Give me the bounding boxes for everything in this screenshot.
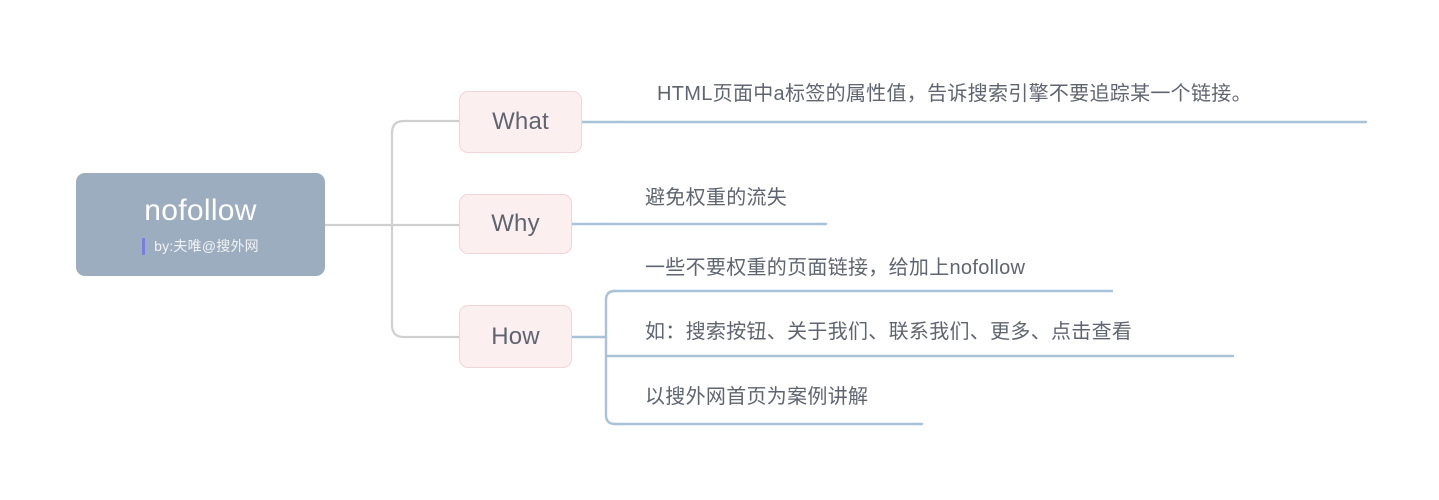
- branch-node-how[interactable]: How: [459, 305, 572, 368]
- root-node[interactable]: nofollow by:夫唯@搜外网: [76, 173, 325, 276]
- root-to-how: [390, 223, 461, 339]
- root-subtitle-label: by:夫唯@搜外网: [154, 238, 259, 254]
- accent-bar-icon: [142, 237, 146, 255]
- how-spine-lower: [604, 354, 617, 426]
- leaf-text-what-1[interactable]: HTML页面中a标签的属性值，告诉搜索引擎不要追踪某一个链接。: [657, 83, 1252, 105]
- root-connector-group: [323, 119, 461, 339]
- root-to-what: [390, 119, 461, 227]
- root-subtitle: by:夫唯@搜外网: [142, 237, 259, 255]
- leaf-text-why-1[interactable]: 避免权重的流失: [645, 187, 788, 209]
- leaf-text-how-2[interactable]: 如：搜索按钮、关于我们、联系我们、更多、点击查看: [645, 321, 1133, 343]
- branch-node-what[interactable]: What: [459, 91, 582, 153]
- how-spine-line: [604, 289, 617, 339]
- leaf-text-how-3[interactable]: 以搜外网首页为案例讲解: [645, 386, 869, 408]
- branch-node-why[interactable]: Why: [459, 194, 572, 254]
- root-title: nofollow: [144, 194, 257, 227]
- leaf-text-how-1[interactable]: 一些不要权重的页面链接，给加上nofollow: [645, 257, 1026, 279]
